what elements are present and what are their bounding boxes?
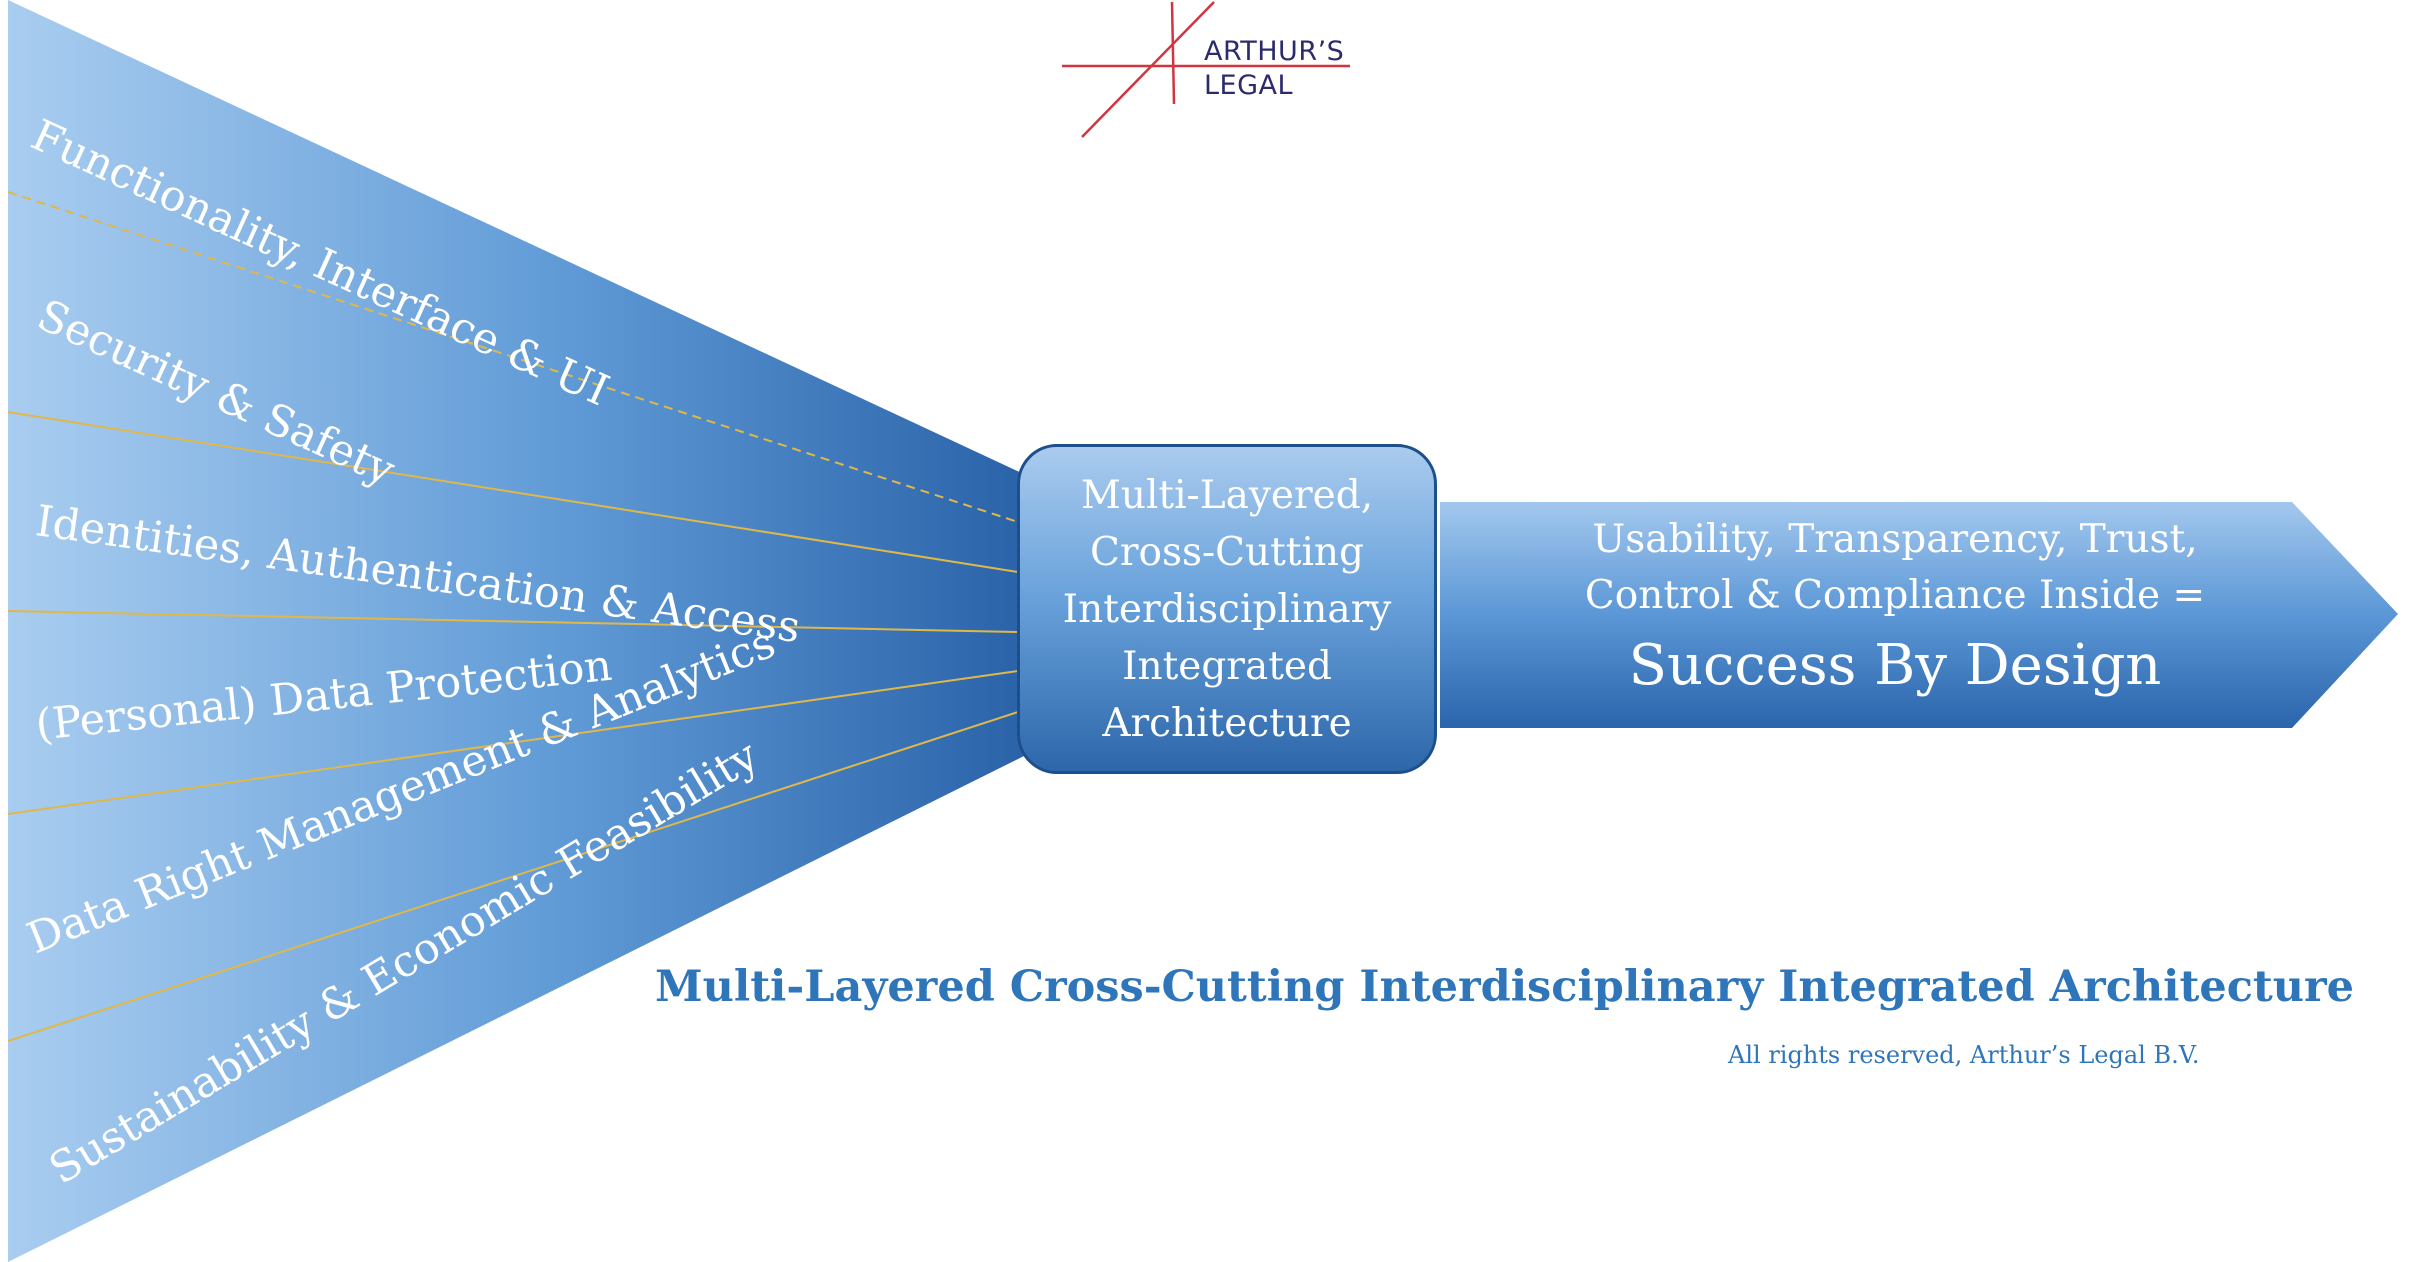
- divider-3: [7, 610, 1019, 633]
- hub-text: Multi-Layered, Cross-Cutting Interdiscip…: [1027, 467, 1427, 752]
- copyright-notice: All rights reserved, Arthur’s Legal B.V.: [1728, 1041, 2200, 1069]
- hub-line: Cross-Cutting: [1089, 529, 1365, 575]
- layer-dividers: [7, 191, 1019, 1042]
- divider-1: [7, 191, 1019, 523]
- layers-funnel: [8, 0, 1028, 1262]
- hub-line: Architecture: [1102, 700, 1352, 746]
- outcome-line-1: Usability, Transparency, Trust,: [1592, 517, 2198, 562]
- outcome-text: Usability, Transparency, Trust, Control …: [1440, 512, 2350, 706]
- outcome-headline: Success By Design: [1628, 633, 2162, 698]
- divider-2: [7, 411, 1019, 573]
- hub-line: Multi-Layered,: [1080, 472, 1374, 518]
- outcome-line-2: Control & Compliance Inside =: [1584, 573, 2206, 618]
- arthurs-legal-logo-mark: [1062, 1, 1350, 138]
- diagram-caption: Multi-Layered Cross-Cutting Interdiscipl…: [655, 962, 2355, 1012]
- divider-5: [7, 711, 1019, 1042]
- divider-4: [7, 670, 1019, 815]
- outcome-arrow: [1440, 502, 2398, 728]
- hub-line: Interdisciplinary: [1062, 586, 1392, 632]
- logo-line-2: LEGAL: [1204, 70, 1294, 101]
- architecture-hub: Multi-Layered, Cross-Cutting Interdiscip…: [1017, 444, 1437, 774]
- logo-line-1: ARTHUR’S: [1204, 36, 1345, 67]
- hub-line: Integrated: [1122, 643, 1332, 689]
